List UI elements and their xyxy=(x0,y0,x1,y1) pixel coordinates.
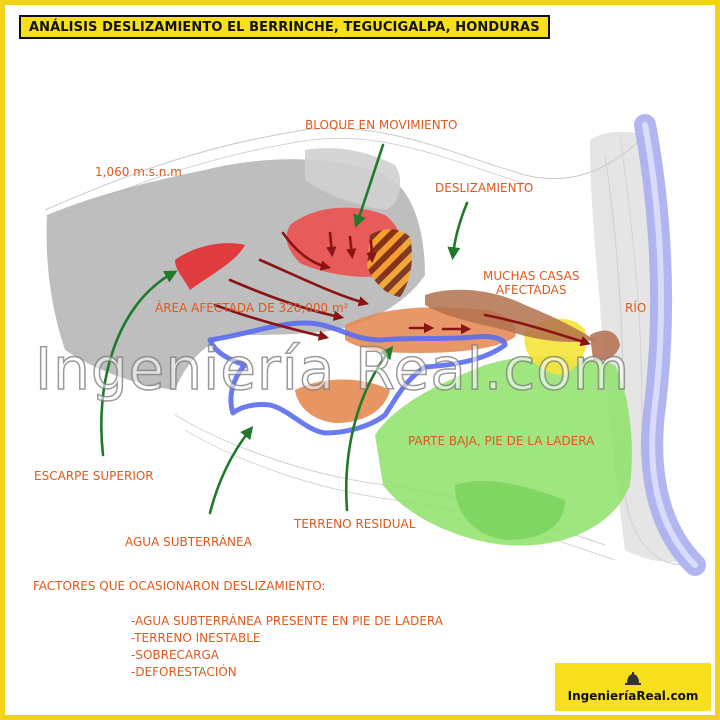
factor-item: -SOBRECARGA xyxy=(131,648,219,662)
factor-item: -DEFORESTACIÓN xyxy=(131,665,237,679)
groundwater-label: AGUA SUBTERRÁNEA xyxy=(125,535,252,549)
flow-arrows xyxy=(213,231,591,347)
upper-scarp-zone xyxy=(175,243,245,290)
pointer-arrows xyxy=(100,143,469,515)
factors-section: FACTORES QUE OCASIONARON DESLIZAMIENTO: … xyxy=(33,579,443,681)
groundwater-line xyxy=(207,320,508,436)
factors-list: -AGUA SUBTERRÁNEA PRESENTE EN PIE DE LAD… xyxy=(131,613,443,681)
residual-terrain-label: TERRENO RESIDUAL xyxy=(294,517,416,531)
brand-logo: IngenieríaReal.com xyxy=(555,663,711,711)
hatched-block xyxy=(367,229,412,297)
landslide-label: DESLIZAMIENTO xyxy=(435,181,534,195)
moving-block-label: BLOQUE EN MOVIMIENTO xyxy=(305,118,458,132)
brand-name: IngenieríaReal.com xyxy=(567,689,699,703)
toe-deposit xyxy=(590,330,620,361)
lower-slope-area xyxy=(375,355,632,546)
upper-scarp-label: ESCARPE SUPERIOR xyxy=(34,469,154,483)
elevation-label: 1,060 m.s.n.m xyxy=(95,165,182,179)
title-bar: ANÁLISIS DESLIZAMIENTO EL BERRINCHE, TEG… xyxy=(19,15,550,39)
river-label: RÍO xyxy=(625,301,647,315)
factor-item: -AGUA SUBTERRÁNEA PRESENTE EN PIE DE LAD… xyxy=(131,614,443,628)
landslide-channel xyxy=(425,289,595,342)
houses-label: MUCHAS CASAS AFECTADAS xyxy=(483,269,580,297)
watermark: Ingeniería Real.com xyxy=(34,334,631,404)
factors-title: FACTORES QUE OCASIONARON DESLIZAMIENTO: xyxy=(33,579,326,593)
lower-part-label: PARTE BAJA, PIE DE LA LADERA xyxy=(408,434,595,448)
factor-item: -TERRENO INESTABLE xyxy=(131,631,261,645)
affected-area-label: ÁREA AFECTADA DE 320,000 m² xyxy=(155,301,349,315)
page-title: ANÁLISIS DESLIZAMIENTO EL BERRINCHE, TEG… xyxy=(29,19,540,35)
helmet-icon xyxy=(625,672,641,685)
landslide-map xyxy=(44,114,706,576)
